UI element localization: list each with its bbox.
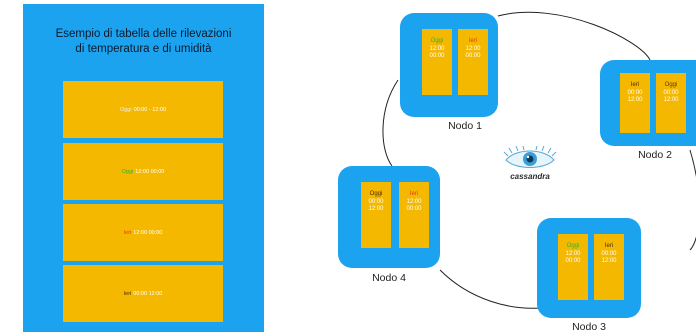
column-day: Ieri xyxy=(468,38,478,44)
table-row: Ieri 00:00 12:00 xyxy=(63,265,223,322)
column-time: 00:00 xyxy=(565,258,581,264)
column-time: 00:00 xyxy=(663,89,679,96)
column-day: Oggi xyxy=(664,82,678,88)
column-time: 12:00 xyxy=(429,45,445,52)
node-column: Ieri 12:00 00:00 xyxy=(458,29,488,95)
cassandra-logo-text: cassandra xyxy=(510,172,550,181)
node-column: Ieri 00:00 12:00 xyxy=(620,73,650,133)
node-2: Ieri 00:00 12:00 Oggi 00:00 12:00 xyxy=(600,60,696,146)
node-column: Oggi 00:00 12:00 xyxy=(656,73,686,133)
node-2-label: Nodo 2 xyxy=(638,149,672,161)
column-time: 12:00 xyxy=(663,97,679,103)
node-column: Oggi 00:00 12:00 xyxy=(361,182,391,248)
column-time: 00:00 xyxy=(601,250,617,257)
row-time-range: 12:00 00:00 xyxy=(133,229,163,236)
column-time: 00:00 xyxy=(406,206,422,212)
row-time-range: 00:00 - 12:00 xyxy=(133,106,167,113)
column-day: Ieri xyxy=(604,243,614,249)
column-day: Oggi xyxy=(369,191,383,197)
node-4-label: Nodo 4 xyxy=(372,272,406,284)
column-time: 12:00 xyxy=(368,206,384,212)
node-4: Oggi 00:00 12:00 Ieri 12:00 00:00 xyxy=(338,166,440,268)
panel-title-line2: di temperatura e di umidità xyxy=(75,43,212,55)
row-day-label: Oggi xyxy=(119,106,132,113)
column-time: 00:00 xyxy=(429,53,445,59)
node-column: Ieri 12:00 00:00 xyxy=(399,182,429,248)
column-day: Ieri xyxy=(630,82,640,88)
column-time: 00:00 xyxy=(627,89,643,96)
column-time: 00:00 xyxy=(465,53,481,59)
cassandra-eye-icon xyxy=(503,146,557,168)
column-day: Ieri xyxy=(409,191,419,197)
node-3: Oggi 12:00 00:00 Ieri 00:00 12:00 xyxy=(537,218,641,318)
node-column: Oggi 12:00 00:00 xyxy=(558,234,588,300)
row-day-label: Oggi xyxy=(121,168,134,175)
node-column: Ieri 00:00 12:00 xyxy=(594,234,624,300)
table-row: Oggi 12:00 00:00 xyxy=(63,143,223,200)
column-time: 12:00 xyxy=(406,198,422,205)
node-column: Oggi 12:00 00:00 xyxy=(422,29,452,95)
example-table-panel: Esempio di tabella delle rilevazioni di … xyxy=(23,4,264,332)
table-row: Ieri 12:00 00:00 xyxy=(63,204,223,261)
row-day-label: Ieri xyxy=(123,290,132,297)
column-day: Oggi xyxy=(566,243,580,249)
table-row: Oggi 00:00 - 12:00 xyxy=(63,81,223,138)
column-time: 12:00 xyxy=(565,250,581,257)
panel-title: Esempio di tabella delle rilevazioni di … xyxy=(23,27,264,57)
column-time: 12:00 xyxy=(465,45,481,52)
column-time: 12:00 xyxy=(601,258,617,264)
row-time-range: 12:00 00:00 xyxy=(135,168,165,175)
column-day: Oggi xyxy=(430,38,444,44)
row-day-label: Ieri xyxy=(123,229,132,236)
node-1: Oggi 12:00 00:00 Ieri 12:00 00:00 xyxy=(400,13,498,117)
column-time: 00:00 xyxy=(368,198,384,205)
node-1-label: Nodo 1 xyxy=(448,120,482,132)
panel-title-line1: Esempio di tabella delle rilevazioni xyxy=(55,28,232,40)
node-3-label: Nodo 3 xyxy=(572,321,606,333)
column-time: 12:00 xyxy=(627,97,643,103)
row-time-range: 00:00 12:00 xyxy=(133,290,163,297)
